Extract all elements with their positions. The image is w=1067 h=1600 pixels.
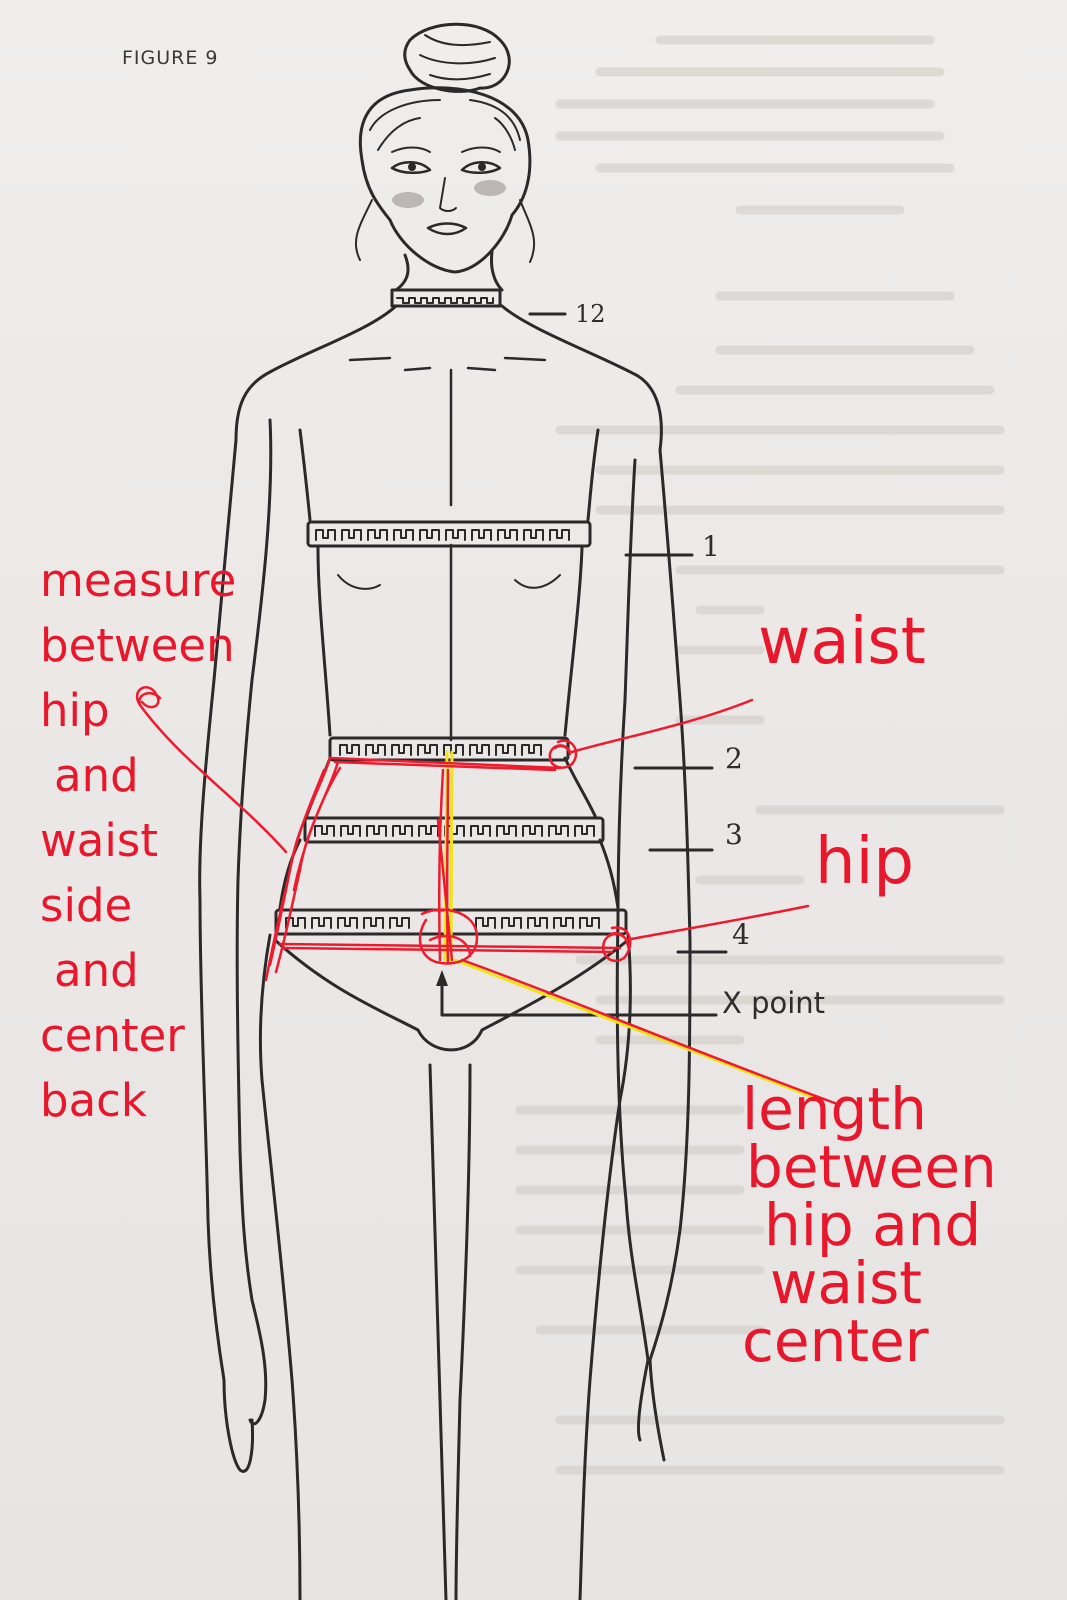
bleed-through-text (515, 35, 1005, 1475)
x-point-label: X point (722, 986, 826, 1020)
measure-side-annotation: measure between hip and waist side and c… (40, 548, 236, 1133)
annotation-line: measure (40, 554, 237, 607)
body-outline (198, 304, 692, 1600)
level-ticks (436, 553, 728, 1017)
hip-annotation: hip (815, 825, 914, 899)
neck (390, 250, 567, 316)
annotation-line: between (40, 619, 235, 672)
annotation-line: center (742, 1307, 929, 1375)
annotation-line: hip (40, 684, 110, 737)
annotation-line: between (746, 1133, 997, 1201)
head (355, 22, 536, 274)
annotation-line: and (54, 944, 139, 997)
annotation-line: length (742, 1075, 927, 1143)
annotation-line: back (40, 1074, 147, 1127)
level-1-label: 1 (702, 530, 720, 563)
annotation-line: waist (770, 1249, 923, 1317)
annotation-line: waist (40, 814, 158, 867)
level-2-label: 2 (725, 742, 743, 775)
figure-label: FIGURE 9 (122, 47, 219, 69)
waist-annotation: waist (758, 605, 926, 679)
annotation-line: side (40, 879, 133, 932)
level-3-label: 3 (725, 818, 743, 851)
level-4-label: 4 (732, 918, 750, 951)
annotation-scribbles (135, 686, 842, 1107)
level-12-label: 12 (575, 300, 606, 328)
annotation-line: center (40, 1009, 185, 1062)
annotation-line: hip and (764, 1191, 982, 1259)
length-center-annotation: length between hip and waist center (742, 1080, 997, 1370)
annotation-line: and (54, 749, 139, 802)
